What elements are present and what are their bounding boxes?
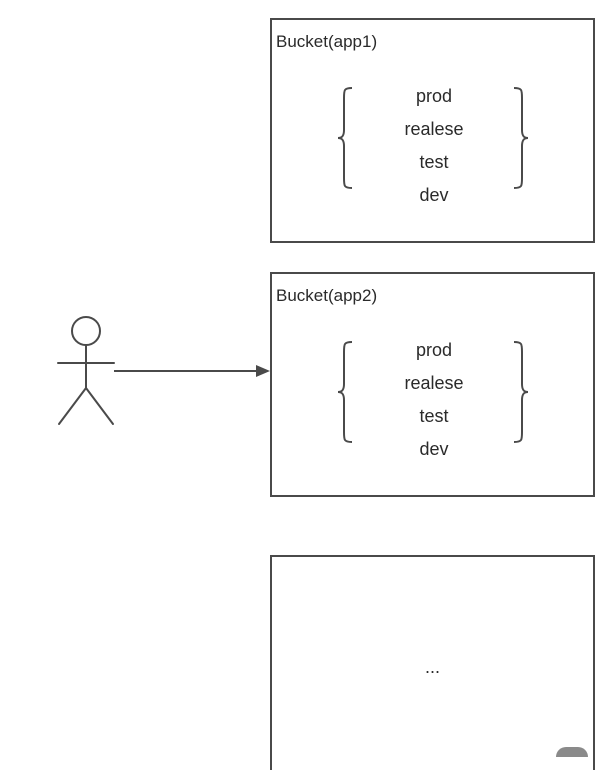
right-curly-brace-icon (513, 341, 529, 443)
bucket-more[interactable]: ... (270, 555, 595, 770)
environment-item: realese (404, 373, 464, 393)
bucket-app2[interactable]: Bucket(app2) prod realese test dev (270, 272, 595, 497)
actor-left-leg (58, 387, 87, 425)
bucket-title: Bucket(app1) (276, 32, 378, 51)
more-buckets-ellipsis: ... (424, 657, 440, 677)
actor-right-leg (85, 387, 114, 425)
right-curly-brace-icon (513, 87, 529, 189)
bucket-title: Bucket(app2) (276, 286, 378, 305)
environment-item: dev (419, 185, 449, 205)
left-curly-brace-icon (337, 341, 353, 443)
actor-head (71, 316, 101, 346)
arrow-head (256, 365, 270, 377)
bucket-app1[interactable]: Bucket(app1) prod realese test dev (270, 18, 595, 243)
environment-item: dev (419, 439, 449, 459)
corner-watermark-icon (556, 747, 588, 757)
environment-item: prod (415, 340, 453, 360)
left-curly-brace-icon (337, 87, 353, 189)
environment-item: prod (415, 86, 453, 106)
environment-item: realese (404, 119, 464, 139)
environment-list: prod realese test dev (372, 334, 496, 466)
environment-item: test (419, 152, 449, 172)
actor-stick-figure-icon (57, 316, 115, 425)
arrow-right-icon (114, 365, 270, 377)
environment-item: test (419, 406, 449, 426)
environment-list: prod realese test dev (372, 80, 496, 212)
